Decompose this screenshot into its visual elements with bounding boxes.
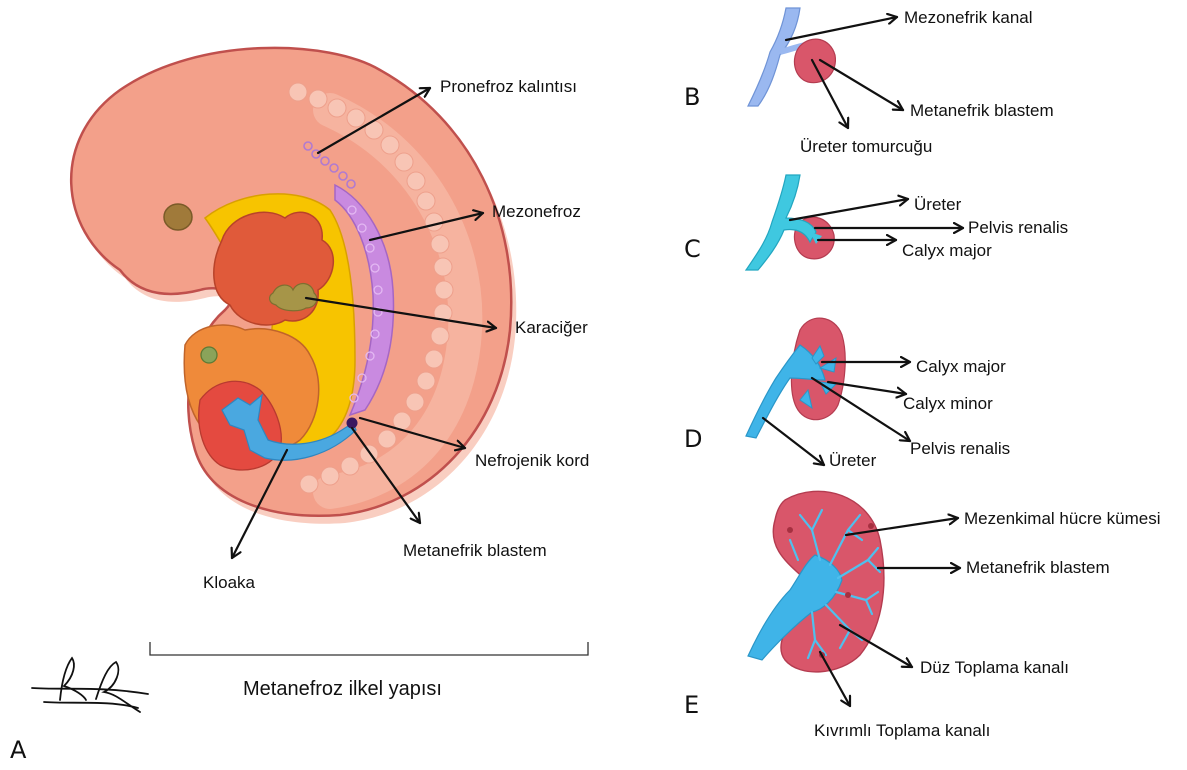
label-duz-toplama: Düz Toplama kanalı	[920, 658, 1069, 677]
label-mezenkimal: Mezenkimal hücre kümesi	[964, 509, 1161, 528]
label-metanefrik-blastem-e: Metanefrik blastem	[966, 558, 1110, 577]
label-kloaka: Kloaka	[203, 573, 256, 592]
caption-bracket	[150, 642, 588, 655]
label-nefrojenik-kord: Nefrojenik kord	[475, 451, 589, 470]
metanephric-blastem-dot	[347, 418, 358, 429]
label-calyx-minor-d: Calyx minor	[903, 394, 993, 413]
label-calyx-major-c: Calyx major	[902, 241, 992, 260]
label-ureter-d: Üreter	[829, 451, 877, 470]
optic-vesicle	[164, 204, 192, 230]
signature	[32, 658, 148, 712]
caption: Metanefroz ilkel yapısı	[243, 678, 442, 700]
panel-b-illustration	[748, 8, 835, 106]
label-mezonefroz: Mezonefroz	[492, 202, 581, 221]
panel-letter-c: C	[684, 235, 701, 263]
label-kivrimli-toplama: Kıvrımlı Toplama kanalı	[814, 721, 990, 740]
label-ureter-c: Üreter	[914, 195, 962, 214]
panel-letter-a: A	[10, 736, 27, 764]
panel-d-illustration	[746, 318, 845, 438]
panel-letter-e: E	[684, 691, 699, 719]
umbilical-vesicle	[201, 347, 217, 363]
panel-letter-d: D	[684, 425, 702, 453]
label-karaciger: Karaciğer	[515, 318, 588, 337]
label-ureter-tomurcugu: Üreter tomurcuğu	[800, 137, 932, 156]
label-pelvis-renalis-c: Pelvis renalis	[968, 218, 1068, 237]
liver-region	[214, 212, 334, 325]
label-calyx-major-d: Calyx major	[916, 357, 1006, 376]
metanephric-blastem-b	[794, 39, 835, 83]
label-metanefrik-blastem-a: Metanefrik blastem	[403, 541, 547, 560]
label-metanefrik-blastem-b: Metanefrik blastem	[910, 101, 1054, 120]
label-mezonefrik-kanal: Mezonefrik kanal	[904, 8, 1033, 27]
panel-letter-b: B	[684, 83, 700, 111]
label-pelvis-renalis-d: Pelvis renalis	[910, 439, 1010, 458]
label-pronefroz: Pronefroz kalıntısı	[440, 77, 577, 96]
panel-e-illustration	[748, 491, 884, 672]
panel-c-illustration	[746, 175, 834, 270]
embryo-illustration	[71, 48, 516, 524]
